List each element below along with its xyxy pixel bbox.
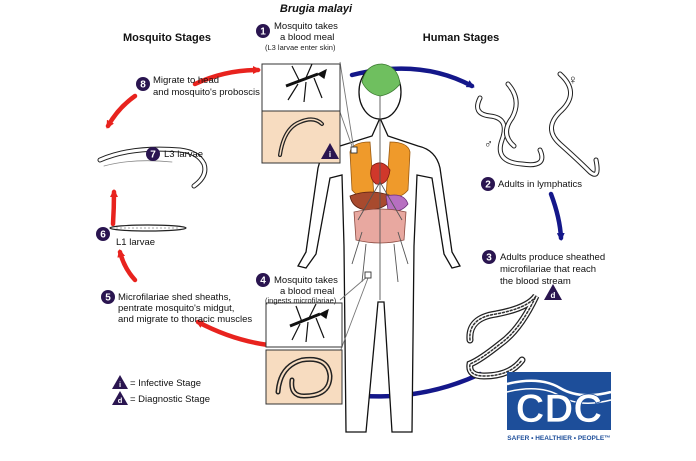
- human-stages-header: Human Stages: [423, 32, 499, 44]
- step-8-label-line2: and mosquito's proboscis: [153, 87, 260, 98]
- diagram-title: Brugia malayi: [280, 3, 353, 15]
- step-5-label-line3: and migrate to thoracic muscles: [118, 314, 252, 325]
- arrow-6-to-7: [109, 189, 118, 227]
- cdc-tagline: SAFER • HEALTHIER • PEOPLE™: [507, 435, 610, 442]
- step-7-label: L3 larvae: [164, 149, 203, 160]
- step-6-number: 6: [100, 230, 106, 241]
- arrow-4-to-5: [195, 319, 271, 348]
- step-7: 7 L3 larvae: [146, 147, 203, 161]
- step-8-label-line1: Migrate to head: [153, 75, 219, 86]
- step-3-number: 3: [486, 253, 492, 264]
- step-2-number: 2: [485, 180, 491, 191]
- step-5: 5 Microfilariae shed sheaths, pentrate m…: [101, 290, 252, 325]
- mosquito-stages-header: Mosquito Stages: [123, 32, 211, 44]
- cdc-logo: CDC SAFER • HEALTHIER • PEOPLE™: [506, 372, 612, 442]
- step-8-number: 8: [140, 80, 146, 91]
- mosquito-box-bottom: [265, 302, 343, 348]
- liver-organ: [349, 191, 393, 211]
- step-8: 8 Migrate to head and mosquito's probosc…: [136, 75, 260, 98]
- sheathed-microfilaria: [466, 293, 540, 380]
- infective-badge-letter: i: [329, 150, 331, 159]
- step-5-number: 5: [105, 293, 111, 304]
- step-7-number: 7: [150, 150, 156, 161]
- step-3: 3 Adults produce sheathed microfilariae …: [482, 250, 605, 287]
- step-3-label-line2: microfilariae that reach: [500, 264, 596, 275]
- step-2-badge: [481, 177, 495, 191]
- step-2: 2 Adults in lymphatics: [481, 177, 582, 191]
- step-1-label-line1: Mosquito takes: [274, 21, 338, 32]
- diagnostic-badge-letter: d: [551, 291, 556, 300]
- adult-worms: [475, 71, 600, 177]
- callout-lines: [339, 61, 372, 353]
- step-1-badge: [256, 24, 270, 38]
- step-5-label-line2: pentrate mosquito's midgut,: [118, 303, 234, 314]
- step-6: 6 L1 larvae: [96, 227, 155, 248]
- legend-diagnostic-text: = Diagnostic Stage: [130, 394, 210, 405]
- diagnostic-stage-badge: d: [544, 284, 562, 300]
- legend-infective-text: = Infective Stage: [130, 378, 201, 389]
- l3-larva: [97, 146, 208, 189]
- arrow-5-to-6: [117, 249, 138, 283]
- step-1-number: 1: [260, 27, 266, 38]
- brain-organ: [361, 63, 401, 97]
- step-5-label-line1: Microfilariae shed sheaths,: [118, 292, 231, 303]
- female-symbol: ♀: [568, 72, 578, 87]
- step-3-label-line3: the blood stream: [500, 276, 571, 287]
- step-6-label: L1 larvae: [116, 237, 155, 248]
- step-1-note: (L3 larvae enter skin): [265, 43, 336, 52]
- male-symbol: ♂: [484, 137, 493, 151]
- step-4-label-line1: Mosquito takes: [274, 275, 338, 286]
- legend-infective-icon: [112, 375, 128, 389]
- step-4: 4 Mosquito takes a blood meal (ingests m…: [256, 273, 338, 305]
- legend-diagnostic-letter: d: [118, 396, 123, 405]
- mosquito-box-top: [261, 63, 341, 112]
- cdc-logo-text: CDC: [516, 387, 603, 431]
- step-7-badge: [146, 147, 160, 161]
- step-4-note: (ingests microfilariae): [265, 296, 337, 305]
- step-2-label: Adults in lymphatics: [498, 179, 582, 190]
- legend-diagnostic-icon: [112, 391, 128, 405]
- legend: i = Infective Stage d = Diagnostic Stage: [112, 375, 210, 405]
- l1-larva: [109, 224, 187, 232]
- mosquito-icon-top: [285, 63, 327, 103]
- step-3-label-line1: Adults produce sheathed: [500, 252, 605, 263]
- step-4-number: 4: [260, 276, 266, 287]
- red-cycle-arrows: [105, 66, 271, 348]
- step-1-label-line2: a blood meal: [280, 32, 334, 43]
- step-3-badge: [482, 250, 496, 264]
- step-8-badge: [136, 77, 150, 91]
- human-figure: [297, 63, 461, 433]
- arrow-2-to-3: [548, 191, 565, 241]
- legend-infective-letter: i: [119, 380, 121, 389]
- lymphatic-lines: [351, 96, 409, 300]
- step-4-badge: [256, 273, 270, 287]
- step-6-badge: [96, 227, 110, 241]
- step-5-badge: [101, 290, 115, 304]
- step-1: 1 Mosquito takes a blood meal (L3 larvae…: [256, 21, 338, 52]
- arrow-8-to-1: [192, 66, 261, 87]
- mosquito-icon-bottom: [289, 303, 329, 343]
- step-4-label-line2: a blood meal: [280, 286, 334, 297]
- arrow-7-to-8: [105, 93, 138, 129]
- infective-stage-badge: i: [321, 143, 339, 159]
